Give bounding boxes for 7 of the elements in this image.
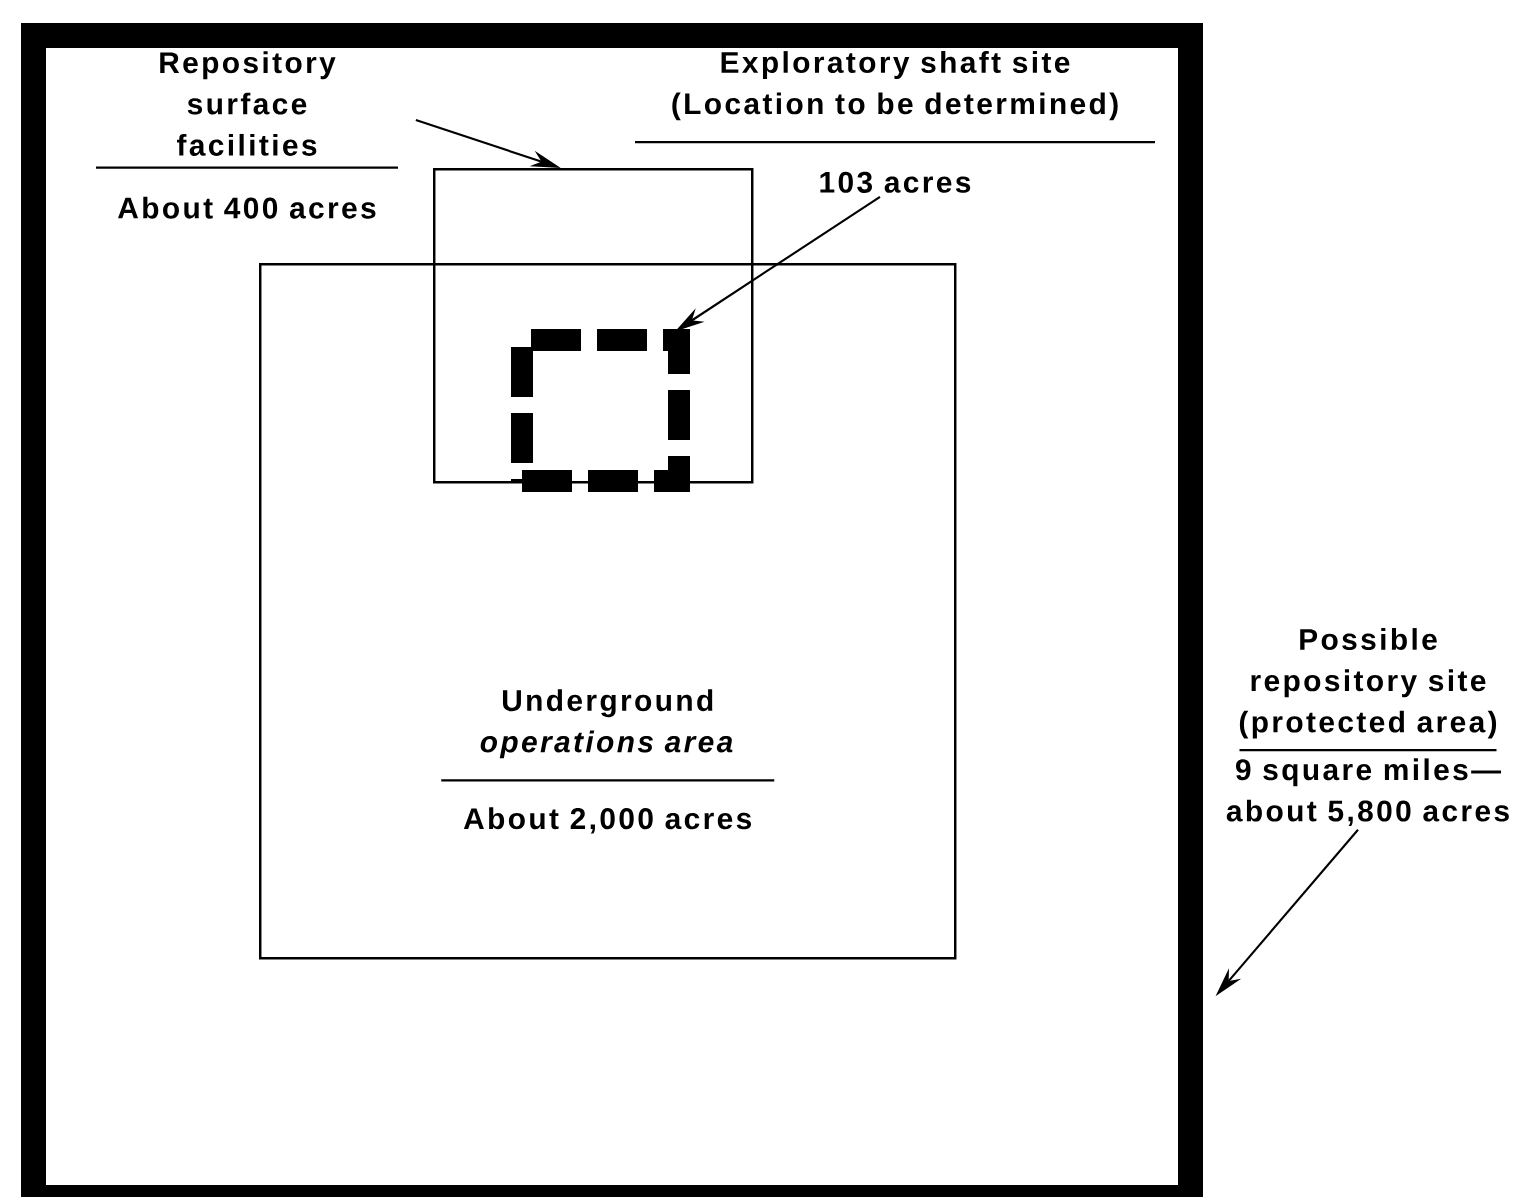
area-label: Repository surface facilities About 400 acres: [96, 51, 398, 219]
area-label: Possible repository site (protected area) 9 square miles— about 5,800 acres: [1226, 628, 1509, 826]
site-boundary: [21, 23, 1203, 1197]
area-label: Exploratory shaft site (Location to be determined) 103 acres: [635, 51, 1155, 193]
operations-area-box: Underground operations area About 2,000 acres: [259, 263, 957, 960]
facility-box: [433, 168, 754, 484]
shaft-site-box: [511, 329, 690, 492]
